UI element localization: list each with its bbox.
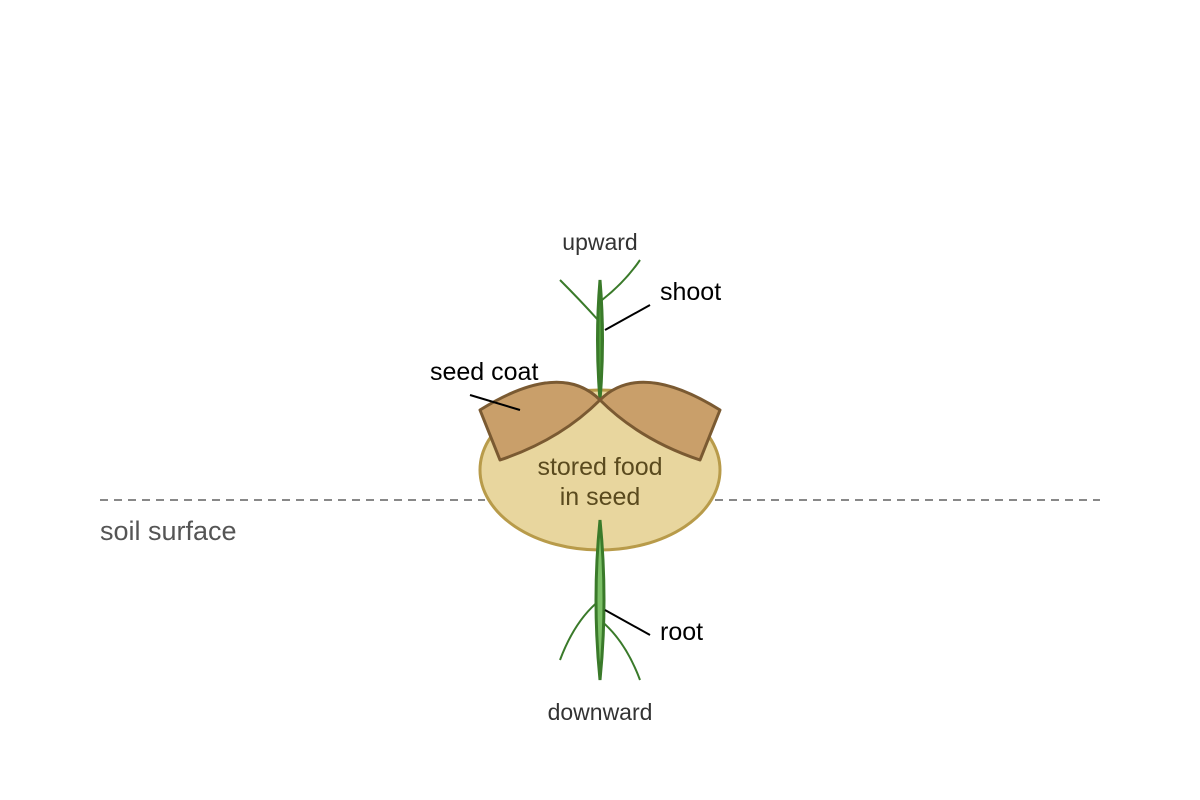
stored-food-label-line2: in seed (560, 483, 641, 511)
shoot-leaf-left (559, 279, 599, 321)
shoot (596, 279, 604, 401)
stored-food-label-line1: stored food (537, 453, 662, 481)
seed-coat-label: seed coat (430, 358, 538, 386)
upward-label: upward (562, 229, 637, 255)
seed-coat-left (478, 380, 602, 462)
downward-label: downward (548, 699, 653, 725)
shoot-leader-line (604, 304, 651, 331)
seed-coat-leader-line (469, 394, 521, 411)
root-leader-line (604, 609, 651, 636)
root (594, 519, 606, 681)
root-label: root (660, 618, 703, 646)
root-rootlet-right (599, 619, 641, 681)
shoot-leaf-right (601, 259, 641, 301)
soil-surface-label: soil surface (100, 516, 237, 546)
shoot-label: shoot (660, 278, 721, 306)
seed-coat-right (598, 380, 722, 462)
root-rootlet-left (559, 599, 601, 661)
